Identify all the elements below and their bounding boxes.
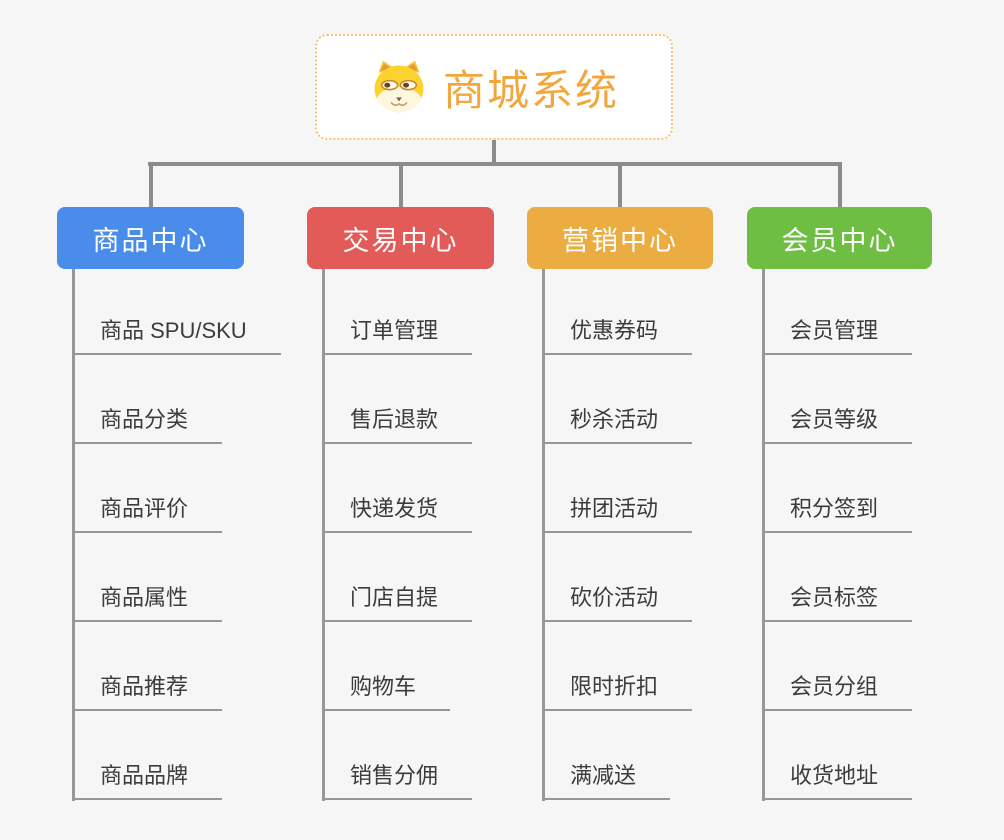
branch-node-member-center[interactable]: 会员中心 [747, 207, 932, 269]
branch-label: 会员中心 [781, 225, 898, 256]
connector-drop-member [838, 162, 842, 208]
leaf-node-product-category[interactable]: 商品分类 [72, 407, 223, 444]
leaf-node-member-tag[interactable]: 会员标签 [762, 585, 913, 622]
trunk-line-trade [322, 269, 325, 801]
root-node-mall-system[interactable]: 商城系统 [315, 34, 673, 140]
leaf-node-order-management[interactable]: 订单管理 [322, 318, 473, 355]
leaf-node-bargain[interactable]: 砍价活动 [542, 585, 693, 622]
branch-label: 营销中心 [562, 225, 678, 256]
leaf-node-sales-commission[interactable]: 销售分佣 [322, 763, 473, 800]
trunk-line-product [72, 269, 75, 801]
branch-node-trade-center[interactable]: 交易中心 [307, 207, 494, 269]
leaf-node-points-checkin[interactable]: 积分签到 [762, 496, 913, 533]
leaf-node-store-pickup[interactable]: 门店自提 [322, 585, 473, 622]
connector-drop-marketing [618, 162, 622, 208]
leaf-node-member-level[interactable]: 会员等级 [762, 407, 913, 444]
leaf-node-product-recommend[interactable]: 商品推荐 [72, 674, 223, 711]
leaf-node-shopping-cart[interactable]: 购物车 [322, 674, 451, 711]
connector-drop-trade [399, 162, 403, 208]
leaf-node-product-review[interactable]: 商品评价 [72, 496, 223, 533]
branch-node-marketing-center[interactable]: 营销中心 [527, 207, 713, 269]
trunk-line-marketing [542, 269, 545, 801]
branch-label: 商品中心 [92, 225, 209, 256]
leaf-node-product-brand[interactable]: 商品品牌 [72, 763, 223, 800]
branch-node-product-center[interactable]: 商品中心 [57, 207, 244, 269]
leaf-node-product-attr[interactable]: 商品属性 [72, 585, 223, 622]
leaf-node-group-buy[interactable]: 拼团活动 [542, 496, 693, 533]
leaf-node-shipping-address[interactable]: 收货地址 [762, 763, 913, 800]
connector-drop-product [149, 162, 153, 208]
leaf-node-coupon-code[interactable]: 优惠券码 [542, 318, 693, 355]
leaf-node-member-group[interactable]: 会员分组 [762, 674, 913, 711]
connector-horizontal-bar [148, 162, 842, 166]
connector-root-stub [492, 140, 496, 164]
leaf-node-express-shipping[interactable]: 快递发货 [322, 496, 473, 533]
trunk-line-member [762, 269, 765, 801]
leaf-node-member-management[interactable]: 会员管理 [762, 318, 913, 355]
leaf-node-spend-and-save[interactable]: 满减送 [542, 763, 671, 800]
root-node-label: 商城系统 [442, 66, 619, 114]
leaf-node-aftersale-refund[interactable]: 售后退款 [322, 407, 473, 444]
leaf-node-limited-discount[interactable]: 限时折扣 [542, 674, 693, 711]
branch-label: 交易中心 [342, 225, 459, 256]
leaf-node-flash-sale[interactable]: 秒杀活动 [542, 407, 693, 444]
dog-face-icon [374, 60, 424, 113]
leaf-node-product-spu-sku[interactable]: 商品 SPU/SKU [72, 318, 281, 355]
